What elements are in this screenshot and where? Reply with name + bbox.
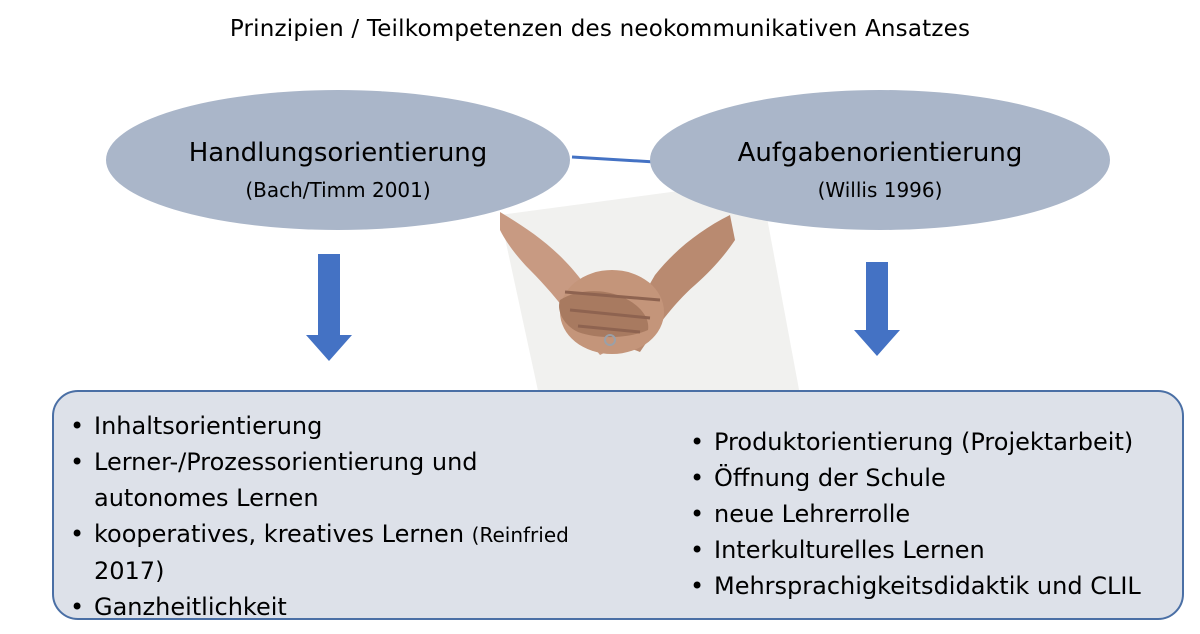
list-item-text: Inhaltsorientierung [94, 412, 323, 440]
bullet-icon: • [690, 500, 705, 528]
holding-hands-photo [500, 180, 800, 400]
bullet-icon: • [70, 593, 85, 621]
connector-line [571, 155, 656, 164]
ellipse-citation: (Bach/Timm 2001) [245, 178, 431, 202]
ellipse-title: Handlungsorientierung [188, 138, 488, 168]
ellipse-citation: (Willis 1996) [817, 178, 943, 202]
list-item-text: Mehrsprachigkeitsdidaktik und CLIL [714, 572, 1141, 600]
list-item: • Mehrsprachigkeitsdidaktik und CLIL [684, 568, 1184, 604]
ellipse-handlungsorientierung: Handlungsorientierung (Bach/Timm 2001) [106, 90, 570, 230]
down-arrow-left [306, 254, 352, 361]
list-item: • neue Lehrerrolle [684, 496, 1184, 532]
list-item-text-after: 2017) [94, 557, 165, 585]
bullet-icon: • [690, 572, 705, 600]
right-principles-list: • Produktorientierung (Projektarbeit) • Öf… [684, 424, 1184, 604]
list-item-text: neue Lehrerrolle [714, 500, 911, 528]
list-item-text: Interkulturelles Lernen [714, 536, 985, 564]
list-item-text: Lerner-/Prozessorientierung und autonome… [94, 448, 478, 512]
list-item-text: Öffnung der Schule [714, 464, 946, 492]
list-item-citation: (Reinfried [471, 523, 569, 547]
list-item: • Produktorientierung (Projektarbeit) [684, 424, 1184, 460]
bullet-icon: • [70, 412, 85, 440]
ellipse-title: Aufgabenorientierung [737, 138, 1023, 168]
list-item: • Lerner-/Prozessorientierung und autonom… [64, 444, 604, 516]
ellipse-aufgabenorientierung: Aufgabenorientierung (Willis 1996) [650, 90, 1110, 230]
diagram-title: Prinzipien / Teilkompetenzen des neokomm… [229, 16, 971, 42]
list-item-text: Produktorientierung (Projektarbeit) [714, 428, 1134, 456]
list-item: • Inhaltsorientierung [64, 408, 604, 444]
down-arrow-right [854, 262, 900, 356]
list-item: • Ganzheitlichkeit [64, 589, 604, 625]
list-item: • Öffnung der Schule [684, 460, 1184, 496]
bullet-icon: • [70, 448, 85, 476]
principles-box: • Inhaltsorientierung • Lerner-/Prozessori… [52, 390, 1184, 621]
bullet-icon: • [70, 520, 85, 548]
left-principles-list: • Inhaltsorientierung • Lerner-/Prozessori… [64, 408, 604, 625]
bullet-icon: • [690, 428, 705, 456]
bullet-icon: • [690, 536, 705, 564]
list-item-text: Ganzheitlichkeit [94, 593, 287, 621]
list-item: • kooperatives, kreatives Lernen (Reinfri… [64, 516, 604, 589]
list-item: • Interkulturelles Lernen [684, 532, 1184, 568]
bullet-icon: • [690, 464, 705, 492]
list-item-text: kooperatives, kreatives Lernen [94, 520, 472, 548]
